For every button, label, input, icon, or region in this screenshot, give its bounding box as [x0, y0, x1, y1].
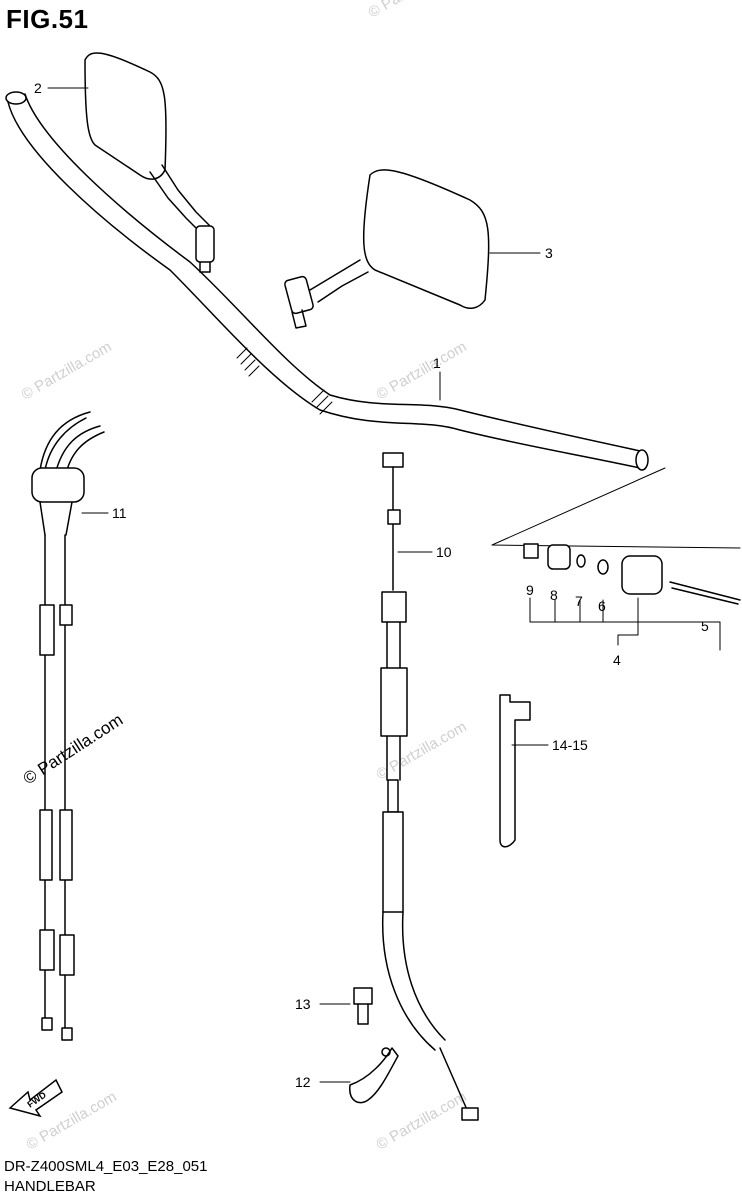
- callout-7: 7: [575, 593, 583, 609]
- callout-5: 5: [701, 618, 709, 634]
- callout-13: 13: [295, 996, 311, 1012]
- balancer-assembly: [491, 467, 741, 651]
- figure-name: HANDLEBAR: [4, 1178, 96, 1195]
- watermark: © Partzilla.com: [374, 338, 470, 403]
- figure-title: FIG.51: [6, 4, 89, 34]
- callout-3: 3: [545, 245, 553, 261]
- handlebar: [5, 91, 649, 471]
- mirror-left: [84, 52, 215, 273]
- callout-6: 6: [598, 598, 606, 614]
- throttle-cables: [31, 411, 105, 1041]
- callout-12: 12: [295, 1074, 311, 1090]
- callout-10: 10: [436, 544, 452, 560]
- callout-8: 8: [550, 587, 558, 603]
- cable-clamp: [349, 1047, 399, 1104]
- mirror-right: [284, 169, 490, 329]
- cable-tie: [499, 694, 531, 848]
- watermark: © Partzilla.com: [366, 0, 462, 21]
- callout-1: 1: [433, 355, 441, 371]
- figure-code: DR-Z400SML4_E03_E28_051: [4, 1158, 208, 1175]
- callouts: 2 3 1 11 10 9 8 7 6 5 4 14-15 13 12: [34, 80, 709, 1090]
- leader-lines: [47, 87, 549, 1083]
- bolt: [353, 987, 373, 1025]
- callout-9: 9: [526, 582, 534, 598]
- callout-2: 2: [34, 80, 42, 96]
- callout-14-15: 14-15: [552, 737, 588, 753]
- callout-11: 11: [112, 505, 127, 521]
- watermark: © Partzilla.com: [374, 1088, 470, 1153]
- clutch-cable: [380, 452, 479, 1121]
- callout-4: 4: [613, 652, 621, 668]
- watermark-dark: © Partzilla.com: [20, 710, 126, 788]
- watermark: © Partzilla.com: [19, 338, 115, 403]
- fwd-arrow-icon: FWD: [8, 1078, 63, 1118]
